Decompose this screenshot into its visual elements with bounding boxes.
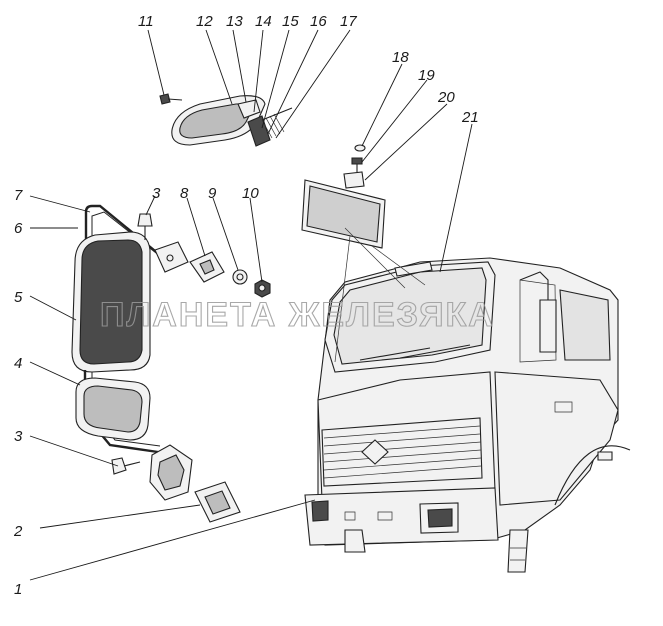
grille xyxy=(321,417,483,487)
callout-5: 5 xyxy=(14,289,23,306)
callout-16: 16 xyxy=(310,13,327,30)
callout-11: 11 xyxy=(138,13,154,30)
callout-17: 17 xyxy=(340,13,357,30)
callout-8: 8 xyxy=(180,185,189,202)
callout-4: 4 xyxy=(14,355,22,372)
callout-6: 6 xyxy=(14,220,23,237)
callout-10: 10 xyxy=(242,185,259,202)
callout-7: 7 xyxy=(14,187,23,204)
callout-21: 21 xyxy=(461,109,479,126)
callout-12: 12 xyxy=(196,13,213,30)
leader-lines xyxy=(29,29,473,581)
callout-3-upper: 3 xyxy=(152,185,161,202)
callout-14: 14 xyxy=(255,13,272,30)
small-mirror-assembly xyxy=(159,93,293,147)
callout-13: 13 xyxy=(226,13,243,30)
bolt-lower xyxy=(111,457,141,475)
callout-3-lower: 3 xyxy=(14,428,23,445)
callout-18: 18 xyxy=(392,49,409,66)
callout-2: 2 xyxy=(13,523,23,540)
callouts: 1 2 3 3 4 5 6 7 8 9 10 11 12 13 14 15 16… xyxy=(13,13,479,598)
callout-9: 9 xyxy=(208,185,217,202)
watermark: ПЛАНЕТА ЖЕЛЕЗЯКА xyxy=(100,296,495,334)
bumper xyxy=(304,487,499,546)
callout-19: 19 xyxy=(418,67,435,84)
front-view-mirror xyxy=(301,144,426,363)
callout-15: 15 xyxy=(282,13,299,30)
main-mirror-assembly xyxy=(71,204,193,501)
callout-1: 1 xyxy=(14,581,22,598)
emblem xyxy=(361,439,389,465)
callout-20: 20 xyxy=(437,89,455,106)
truck-cab xyxy=(304,257,631,573)
